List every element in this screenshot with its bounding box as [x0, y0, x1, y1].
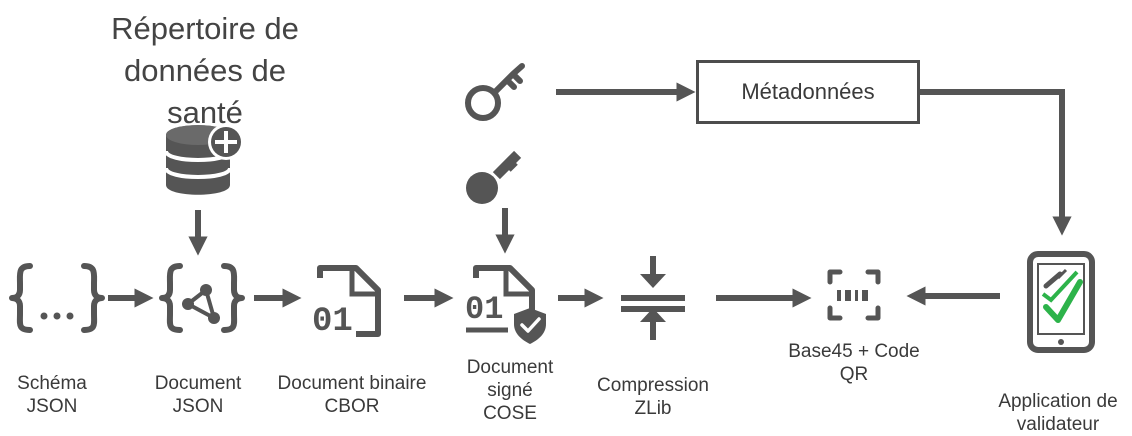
label-schema-json-line1: Schéma — [17, 373, 87, 394]
database-plus-icon — [164, 124, 244, 195]
label-document-json-line2: JSON — [172, 396, 224, 417]
repository-title-line2: données de — [123, 53, 287, 88]
solid-key-icon — [466, 150, 522, 204]
label-document-json-line1: Document — [154, 373, 242, 394]
phone-check-icon — [1027, 251, 1095, 353]
label-compression: Compression ZLib — [583, 374, 723, 420]
qr-code-scan-icon — [827, 269, 881, 321]
label-document-cose-line3: COSE — [483, 403, 537, 424]
label-document-cose-line2: signé — [487, 380, 533, 401]
label-base45-qr: Base45 + Code QR — [774, 340, 934, 386]
arrow-metadata-to-phone — [920, 89, 1072, 236]
repository-title-line3: santé — [167, 95, 243, 130]
curly-braces-share-icon — [159, 263, 245, 333]
label-document-cbor: Document binaire CBOR — [262, 372, 442, 418]
metadata-box: Métadonnées — [696, 60, 920, 124]
label-document-cbor-line1: Document binaire — [277, 373, 427, 394]
label-document-cose-line1: Document — [466, 357, 554, 378]
signed-binary-file-icon: 01 — [465, 265, 546, 344]
label-document-cbor-line2: CBOR — [324, 396, 380, 417]
flow-arrows — [108, 82, 1072, 308]
repository-title-line1: Répertoire de — [111, 11, 299, 46]
outline-key-icon — [465, 63, 525, 121]
label-compression-line1: Compression — [597, 375, 709, 396]
metadata-label: Métadonnées — [741, 79, 875, 104]
svg-text:01: 01 — [465, 291, 503, 328]
label-compression-line2: ZLib — [634, 398, 672, 419]
binary-file-icon: 01 — [312, 265, 381, 341]
compress-icon — [621, 256, 685, 340]
label-base45-qr-line1: Base45 + Code — [788, 341, 920, 362]
label-validator-app: Application de validateur — [984, 390, 1132, 436]
label-schema-json-line2: JSON — [26, 396, 78, 417]
label-base45-qr-line2: QR — [839, 364, 869, 385]
label-validator-app-line1: Application de — [998, 391, 1118, 412]
label-schema-json: Schéma JSON — [2, 372, 102, 418]
label-validator-app-line2: validateur — [1016, 414, 1100, 435]
repository-title: Répertoire de données de santé — [70, 8, 340, 134]
label-document-cose: Document signé COSE — [455, 356, 565, 425]
curly-braces-ellipsis-icon — [9, 263, 105, 333]
svg-text:01: 01 — [312, 303, 353, 341]
label-document-json: Document JSON — [143, 372, 253, 418]
